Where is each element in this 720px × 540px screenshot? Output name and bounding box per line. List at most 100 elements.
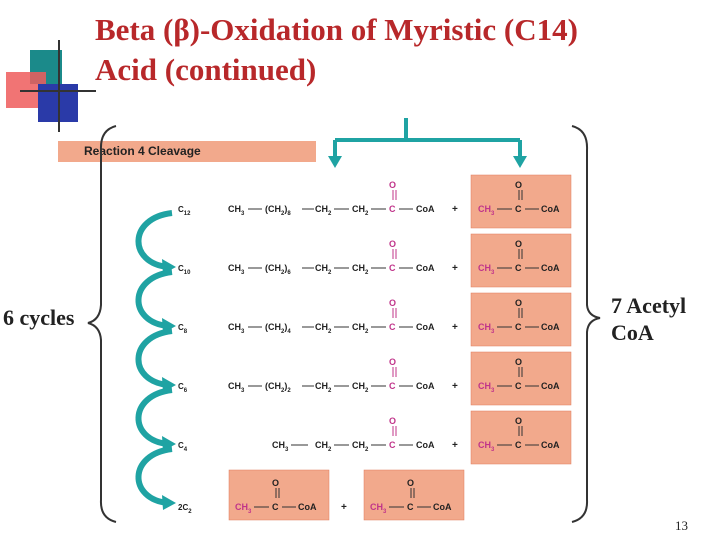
acetyl-oxygen: O [515,416,522,426]
row-ch3: CH3 [228,263,245,276]
acetyl-coa-box [470,351,572,406]
cycle-arrow [135,328,173,388]
row-ch2: CH2 [352,381,369,394]
row-ch3: CH3 [228,381,245,394]
row-carbon-count: C8 [178,323,188,335]
acetyl-coa-label: 7 Acetyl CoA [611,292,686,346]
cycle-arrow [135,269,173,329]
slide-title: Beta (β)-Oxidation of Myristic (C14) Aci… [95,10,705,90]
final-acetyl-carbon: C [407,502,414,512]
right-brace [571,125,601,523]
row-carbon-count: C10 [178,264,191,276]
row-chain: (CH2)6 [265,263,291,276]
acetyl-oxygen: O [515,239,522,249]
acetyl-ch3: CH3 [478,322,495,335]
row-ch3: CH3 [272,440,289,453]
plus-sign: + [452,263,458,274]
row-ch2: CH2 [352,263,369,276]
final-acetyl-ch3: CH3 [370,502,387,515]
plus-sign: + [452,440,458,451]
row-carbonyl-carbon: C [389,204,396,214]
acetyl-ch3: CH3 [478,204,495,217]
acetyl-coa-text: CoA [541,263,560,273]
row-coa: CoA [416,440,435,450]
cycles-label: 6 cycles [3,304,74,331]
row-ch2: CH2 [315,204,332,217]
row-ch3: CH3 [228,204,245,217]
acetyl-coa-label-line1: 7 Acetyl [611,293,687,318]
final-acetyl-carbon: C [272,502,279,512]
final-acetyl-coa-text: CoA [298,502,317,512]
final-acetyl-coa-text: CoA [433,502,452,512]
final-acetyl-oxygen: O [407,478,414,488]
cycle-arrow [135,210,173,270]
row-carbonyl-oxygen: O [389,416,396,426]
acetyl-carbon: C [515,204,522,214]
acetyl-ch3: CH3 [478,263,495,276]
row-carbon-count: C6 [178,382,188,394]
row-coa: CoA [416,204,435,214]
plus-sign: + [452,204,458,215]
row-ch2: CH2 [352,440,369,453]
row-carbonyl-oxygen: O [389,357,396,367]
top-arrowhead-left [328,156,342,168]
top-arrowhead-right [513,156,527,168]
final-plus-sign: + [341,502,347,513]
acetyl-ch3: CH3 [478,381,495,394]
plus-sign: + [452,381,458,392]
plus-sign: + [452,322,458,333]
acetyl-coa-text: CoA [541,440,560,450]
acetyl-coa-label-line2: CoA [611,320,654,345]
cycles-label-text: 6 cycles [3,305,75,330]
title-line-1: Beta (β)-Oxidation of Myristic (C14) [95,12,578,47]
acetyl-oxygen: O [515,357,522,367]
acetyl-coa-box [470,233,572,288]
row-carbonyl-carbon: C [389,263,396,273]
row-ch2: CH2 [352,204,369,217]
left-brace [87,125,117,523]
row-ch2: CH2 [352,322,369,335]
row-ch2: CH2 [315,440,332,453]
row-coa: CoA [416,322,435,332]
row-carbonyl-oxygen: O [389,180,396,190]
cycle-arrowhead [162,495,176,510]
acetyl-coa-box [470,174,572,229]
row-coa: CoA [416,381,435,391]
acetyl-oxygen: O [515,180,522,190]
cycle-arrow [135,387,173,447]
acetyl-carbon: C [515,440,522,450]
acetyl-carbon: C [515,381,522,391]
row-carbon-count: C4 [178,441,188,453]
acetyl-coa-text: CoA [541,381,560,391]
cycle-arrow [135,446,173,506]
row-ch2: CH2 [315,263,332,276]
row-carbonyl-oxygen: O [389,239,396,249]
acetyl-carbon: C [515,263,522,273]
final-acetyl-oxygen: O [272,478,279,488]
acetyl-oxygen: O [515,298,522,308]
row-carbonyl-carbon: C [389,381,396,391]
row-carbonyl-carbon: C [389,322,396,332]
final-row-label: 2C2 [178,503,192,515]
final-acetyl-ch3: CH3 [235,502,252,515]
acetyl-coa-text: CoA [541,204,560,214]
row-carbonyl-carbon: C [389,440,396,450]
title-line-2: Acid (continued) [95,52,317,87]
acetyl-coa-text: CoA [541,322,560,332]
row-ch3: CH3 [228,322,245,335]
acetyl-carbon: C [515,322,522,332]
row-chain: (CH2)2 [265,381,291,394]
reaction-label: Reaction 4 Cleavage [58,141,316,162]
acetyl-coa-box [470,410,572,465]
decor-line-vertical [58,40,60,132]
row-carbonyl-oxygen: O [389,298,396,308]
page-number: 13 [675,518,688,533]
decor-line-horizontal [20,90,96,92]
acetyl-ch3: CH3 [478,440,495,453]
acetyl-coa-box [470,292,572,347]
row-chain: (CH2)8 [265,204,291,217]
row-carbon-count: C12 [178,205,191,217]
row-coa: CoA [416,263,435,273]
